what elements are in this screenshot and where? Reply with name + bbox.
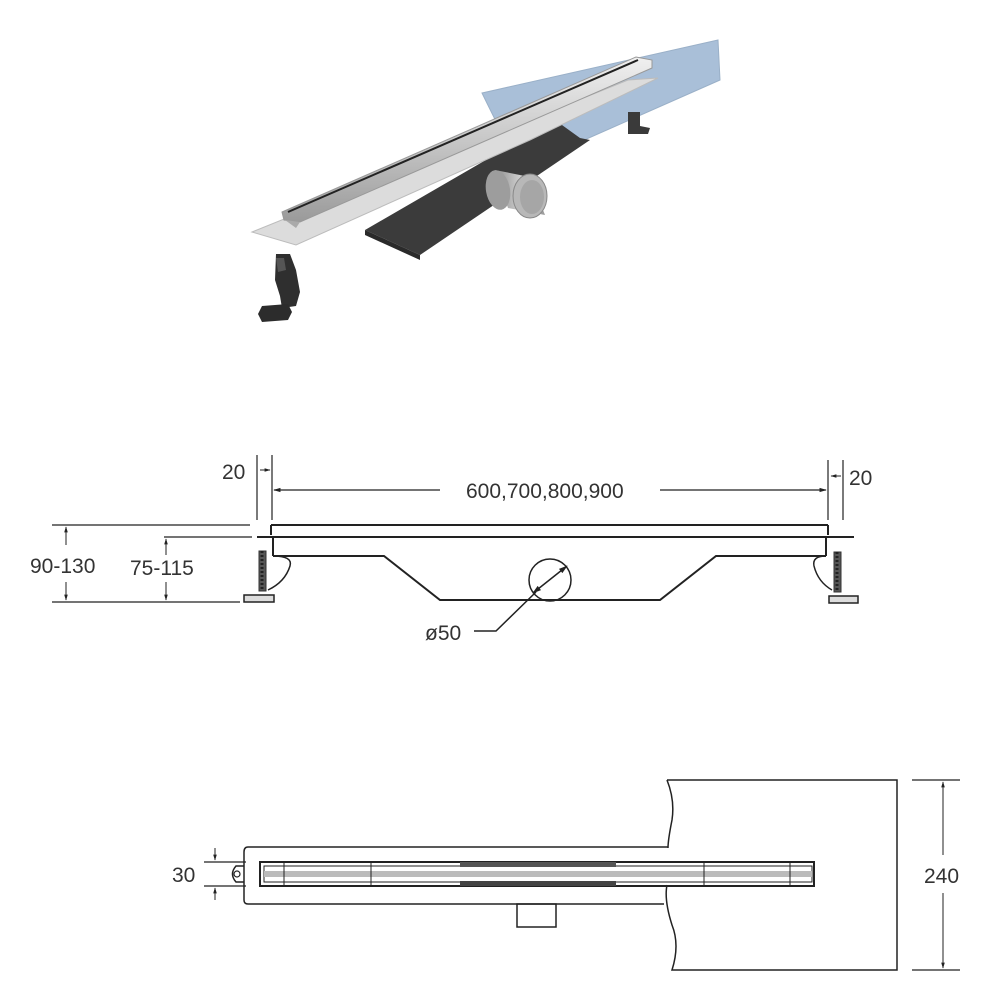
dim-grate-width: 30 — [172, 864, 195, 887]
dim-body-height: 75-115 — [130, 557, 194, 580]
right-leg — [628, 112, 650, 134]
left-leg — [258, 254, 300, 322]
dim-right-flange: 20 — [849, 467, 872, 490]
dim-total-height: 90-130 — [30, 555, 95, 578]
dim-membrane-width: 240 — [924, 865, 959, 888]
dim-left-flange: 20 — [222, 461, 245, 484]
outlet-pipe — [485, 170, 548, 219]
side-view-drawing — [52, 455, 859, 632]
dim-length: 600,700,800,900 — [466, 480, 624, 503]
product-illustration — [250, 39, 721, 322]
grate-bar — [281, 56, 653, 223]
drain-body — [365, 120, 590, 255]
dim-outlet-diameter: ø50 — [425, 622, 461, 645]
top-view-drawing — [204, 779, 960, 971]
